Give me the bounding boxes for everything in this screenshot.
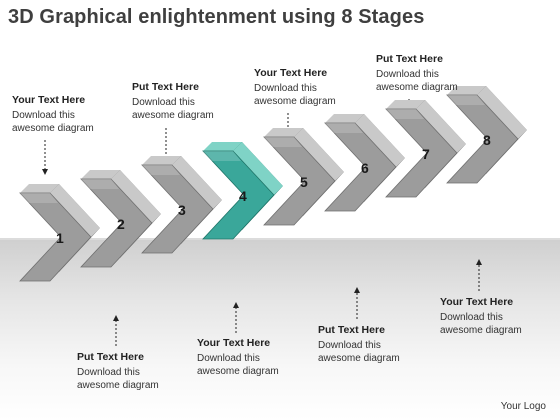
chevron-bevel-top — [477, 86, 527, 139]
floor-shadow — [0, 238, 560, 420]
page-title: 3D Graphical enlightenment using 8 Stage… — [8, 6, 425, 28]
callout-3: Your Text Here Download this awesome dia… — [254, 67, 336, 108]
chevron-bevel-top — [233, 142, 283, 195]
chevron-shine — [264, 137, 302, 147]
callout-heading: Your Text Here — [440, 296, 514, 308]
chevron-bevel-top — [142, 156, 181, 165]
callout-8: Your Text Here Download this awesome dia… — [440, 296, 522, 337]
stage-number: 8 — [483, 132, 491, 148]
callout-6: Your Text Here Download this awesome dia… — [197, 337, 279, 378]
chevron-shine — [386, 109, 424, 119]
chevron-shine — [203, 151, 241, 161]
logo-text: Your Logo — [500, 401, 546, 412]
callout-heading: Your Text Here — [197, 337, 271, 349]
chevron-face — [446, 94, 519, 184]
chevron-bevel-top — [447, 86, 486, 95]
chevron-shine — [142, 165, 180, 175]
stage-number: 6 — [361, 160, 369, 176]
callout-body-line: awesome diagram — [132, 110, 214, 121]
stage-chevron-5: 5 — [263, 128, 344, 226]
callout-2: Put Text Here Download this awesome diag… — [132, 81, 214, 122]
callout-connectors — [42, 99, 482, 346]
callout-body-line: Download this — [197, 353, 260, 364]
callout-5: Put Text Here Download this awesome diag… — [77, 351, 159, 392]
callout-heading: Put Text Here — [376, 53, 443, 65]
callout-1: Your Text Here Download this awesome dia… — [12, 94, 94, 135]
chevron-bevel-top — [50, 184, 100, 237]
callout-body-line: Download this — [318, 340, 381, 351]
callout-body-line: awesome diagram — [254, 96, 336, 107]
chevron-bevel-top — [111, 170, 161, 223]
callout-7: Put Text Here Download this awesome diag… — [318, 324, 400, 365]
stage-chevron-7: 7 — [385, 100, 466, 198]
chevron-group: 1 2 3 4 5 6 7 8 — [19, 86, 527, 282]
callout-heading: Put Text Here — [77, 351, 144, 363]
chevron-face — [385, 108, 458, 198]
chevron-face — [263, 136, 336, 226]
chevron-bevel-top — [264, 128, 303, 137]
stage-chevron-1: 1 — [19, 184, 100, 282]
chevron-shine — [20, 193, 58, 203]
callout-body-line: awesome diagram — [440, 325, 522, 336]
callout-body-line: Download this — [440, 312, 503, 323]
callout-body-line: awesome diagram — [197, 366, 279, 377]
chevron-bevel-top — [325, 114, 364, 123]
chevron-bevel-top — [294, 128, 344, 181]
chevron-bevel-top — [355, 114, 405, 167]
callout-heading: Put Text Here — [132, 81, 199, 93]
callout-heading: Put Text Here — [318, 324, 385, 336]
stage-number: 2 — [117, 216, 125, 232]
stage-number: 4 — [239, 188, 247, 204]
chevron-face — [80, 178, 153, 268]
chevron-bevel-top — [81, 170, 120, 179]
chevron-shine — [325, 123, 363, 133]
callout-4: Put Text Here Download this awesome diag… — [376, 53, 458, 94]
stage-number: 3 — [178, 202, 186, 218]
floor-horizon — [0, 238, 560, 240]
chevron-face — [202, 150, 275, 240]
callout-body-line: Download this — [132, 97, 195, 108]
chevron-shine — [81, 179, 119, 189]
chevron-bevel-top — [386, 100, 425, 109]
chevron-bevel-top — [20, 184, 59, 193]
stage-chevron-8: 8 — [446, 86, 527, 184]
chevron-face — [141, 164, 214, 254]
stage-number: 5 — [300, 174, 308, 190]
stage-number: 1 — [56, 230, 64, 246]
stage-number: 7 — [422, 146, 430, 162]
callout-heading: Your Text Here — [12, 94, 86, 106]
callout-body-line: Download this — [376, 69, 439, 80]
callout-body-line: awesome diagram — [77, 380, 159, 391]
chevron-bevel-top — [203, 142, 242, 151]
stage-chevron-2: 2 — [80, 170, 161, 268]
chevron-face — [324, 122, 397, 212]
stage-chevron-3: 3 — [141, 156, 222, 254]
callout-body-line: Download this — [254, 83, 317, 94]
callout-body-line: Download this — [12, 110, 75, 121]
stage-chevron-4: 4 — [202, 142, 283, 240]
chevron-shine — [447, 95, 485, 105]
chevron-face — [19, 192, 92, 282]
stage-chevron-6: 6 — [324, 114, 405, 212]
chevron-bevel-top — [172, 156, 222, 209]
callout-body-line: awesome diagram — [318, 353, 400, 364]
callout-body-line: awesome diagram — [376, 82, 458, 93]
callout-body-line: awesome diagram — [12, 123, 94, 134]
callout-body-line: Download this — [77, 367, 140, 378]
callout-heading: Your Text Here — [254, 67, 328, 79]
chevron-bevel-top — [416, 100, 466, 153]
